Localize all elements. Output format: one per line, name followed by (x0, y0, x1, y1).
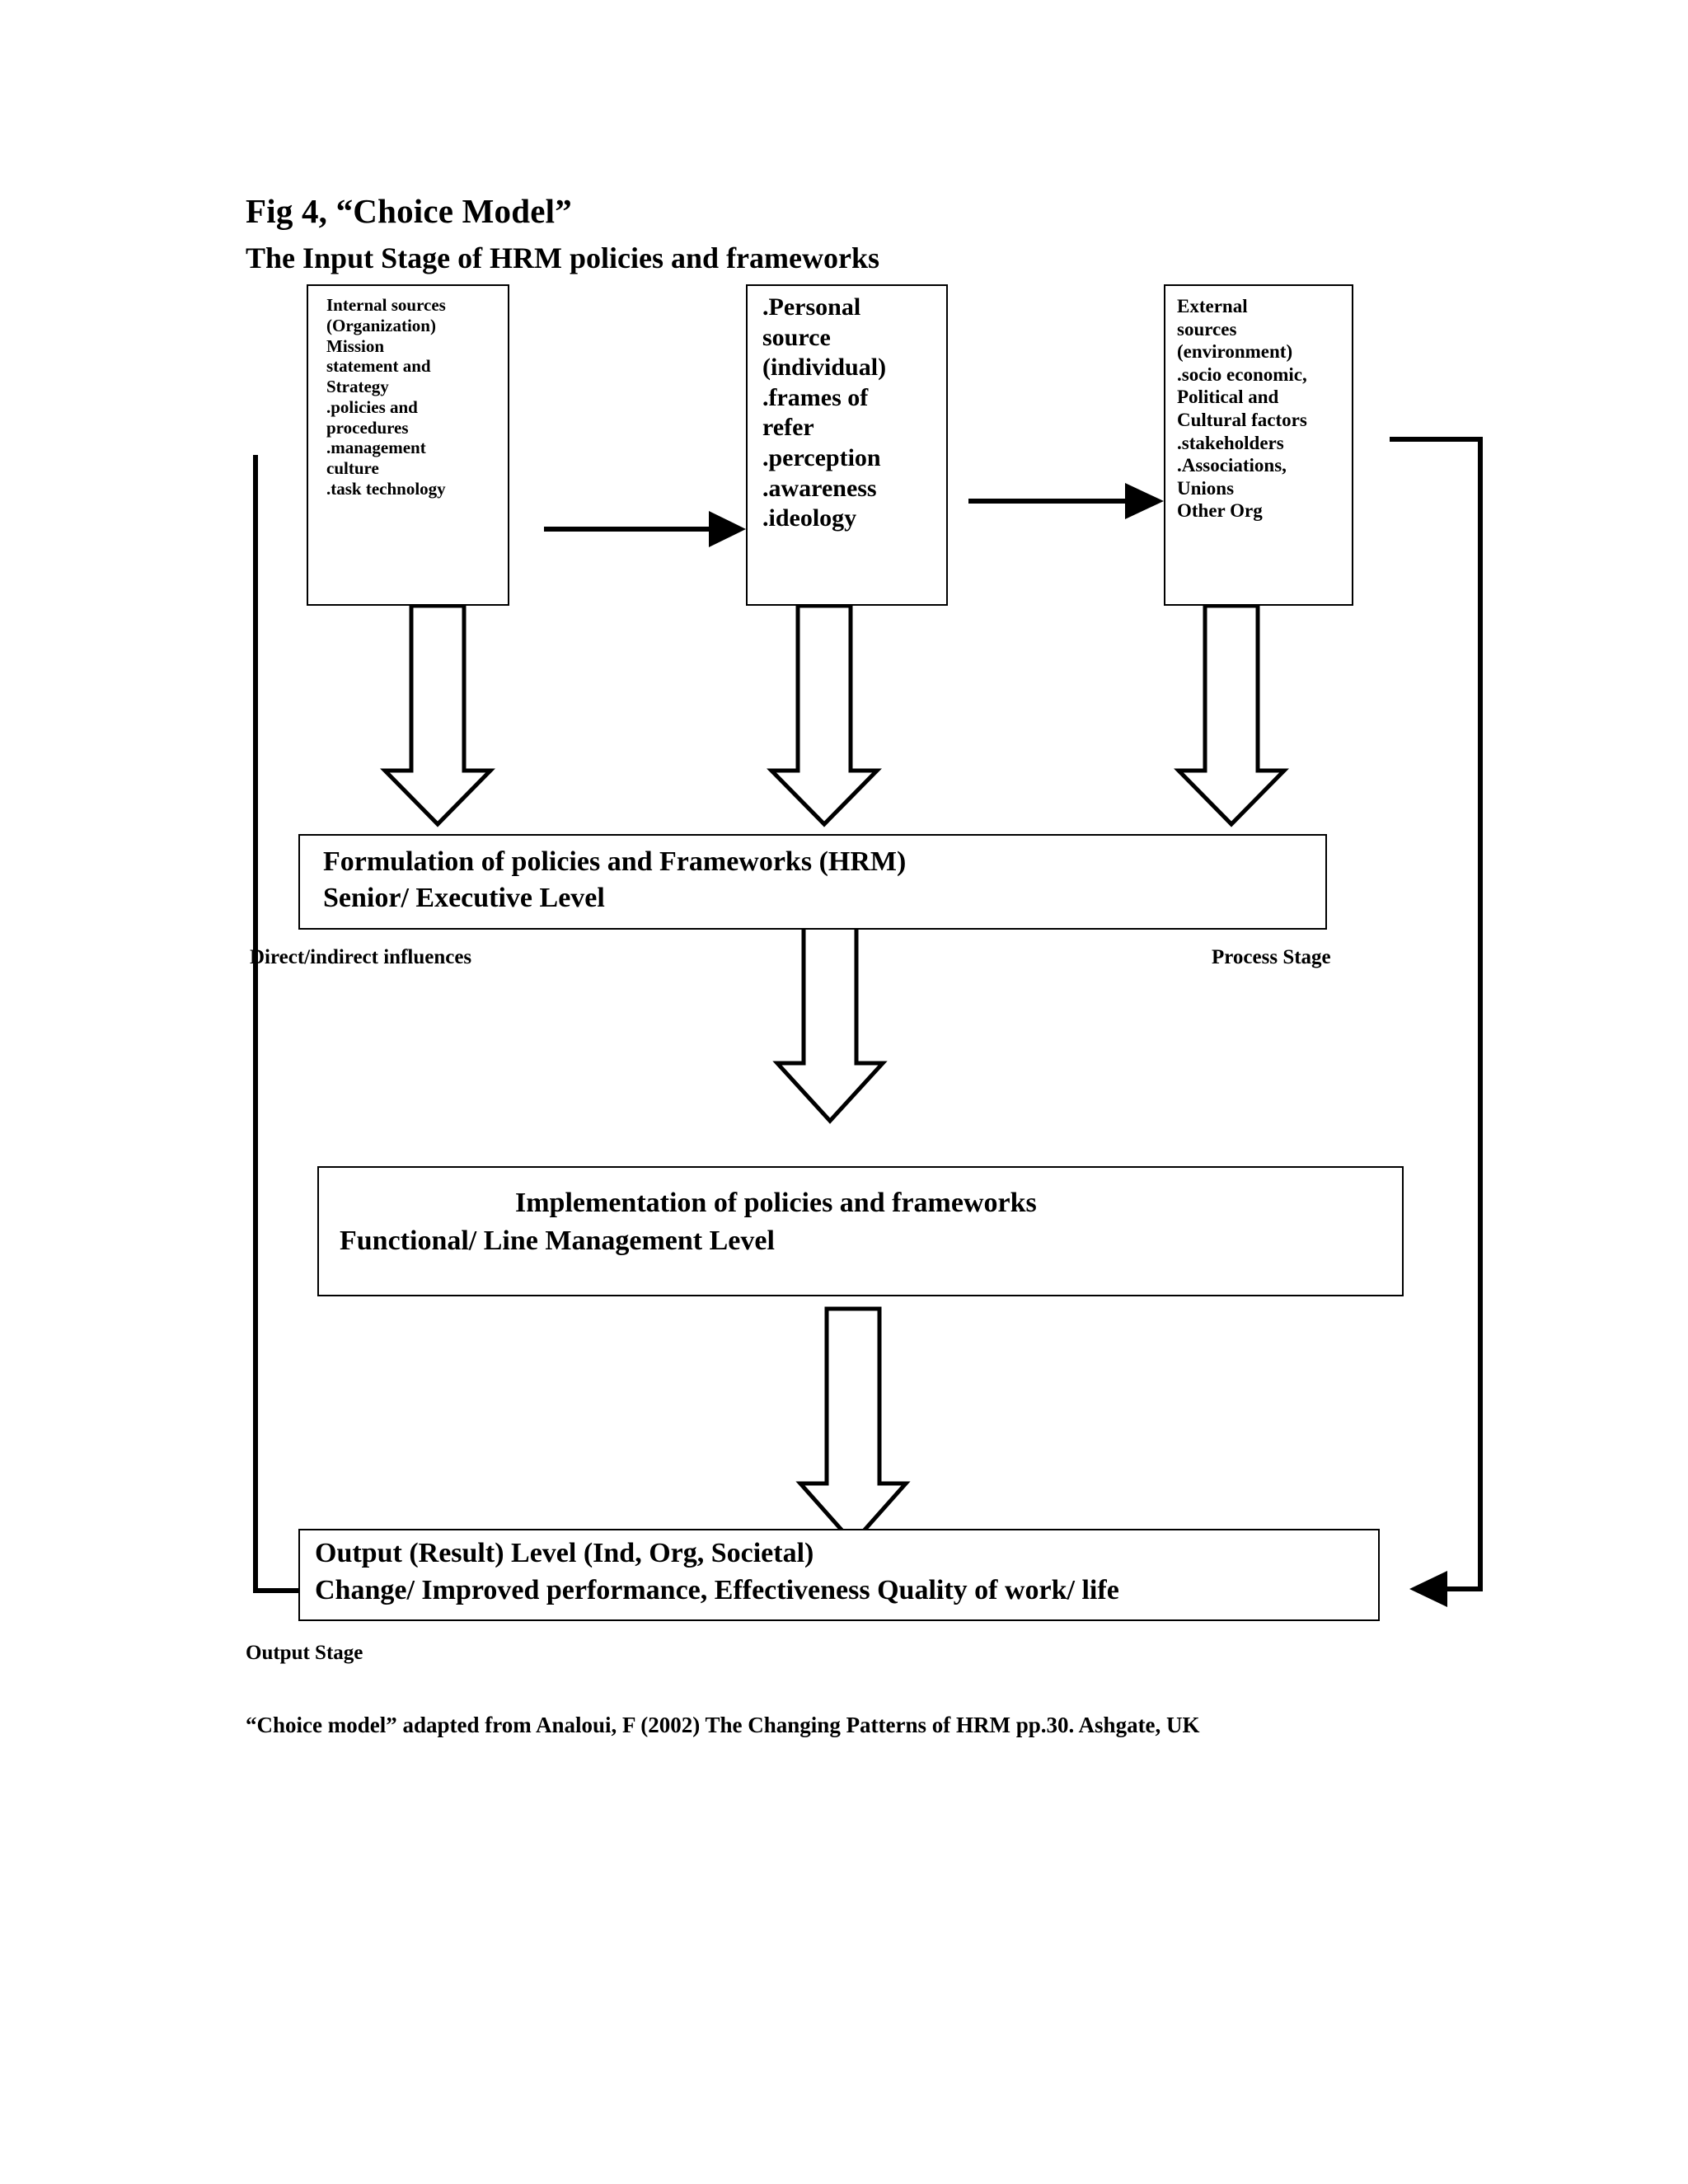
output-stage-line1: Output (Result) Level (Ind, Org, Societa… (315, 1538, 814, 1568)
box-formulation-stage (298, 834, 1327, 930)
external-sources-text: External sources (environment) .socio ec… (1177, 296, 1307, 522)
formulation-stage-line2: Senior/ Executive Level (323, 883, 605, 913)
box-output-stage (298, 1529, 1380, 1621)
block-arrow-implementation-to-output (795, 1306, 911, 1546)
arrow-personal-to-external (968, 483, 1164, 519)
implementation-stage-line2: Functional/ Line Management Level (340, 1226, 775, 1256)
internal-sources-text: Internal sources (Organization) Mission … (326, 295, 446, 499)
output-stage-line2: Change/ Improved performance, Effectiven… (315, 1575, 1119, 1605)
block-arrow-external-down (1174, 603, 1289, 827)
figure-subtitle: The Input Stage of HRM policies and fram… (246, 241, 880, 274)
label-output-stage: Output Stage (246, 1642, 363, 1664)
label-direct-indirect-influences: Direct/indirect influences (250, 946, 472, 968)
label-process-stage: Process Stage (1212, 946, 1331, 968)
box-personal-source (746, 284, 948, 606)
box-internal-sources (307, 284, 509, 606)
arrow-internal-to-personal (544, 511, 746, 547)
block-arrow-formulation-to-implementation (772, 921, 888, 1124)
block-arrow-personal-down (767, 603, 882, 827)
formulation-stage-line1: Formulation of policies and Frameworks (… (323, 846, 907, 877)
personal-source-text: .Personal source (individual) .frames of… (762, 293, 887, 532)
figure-title: Fig 4, “Choice Model” (246, 192, 572, 230)
block-arrow-internal-down (380, 603, 495, 827)
implementation-stage-line1: Implementation of policies and framework… (515, 1188, 1037, 1218)
feedback-loop-right (1390, 437, 1483, 1607)
feedback-loop-left (253, 455, 435, 1609)
box-external-sources (1164, 284, 1353, 606)
figure-caption: “Choice model” adapted from Analoui, F (… (246, 1713, 1200, 1737)
box-implementation-stage (317, 1166, 1404, 1296)
